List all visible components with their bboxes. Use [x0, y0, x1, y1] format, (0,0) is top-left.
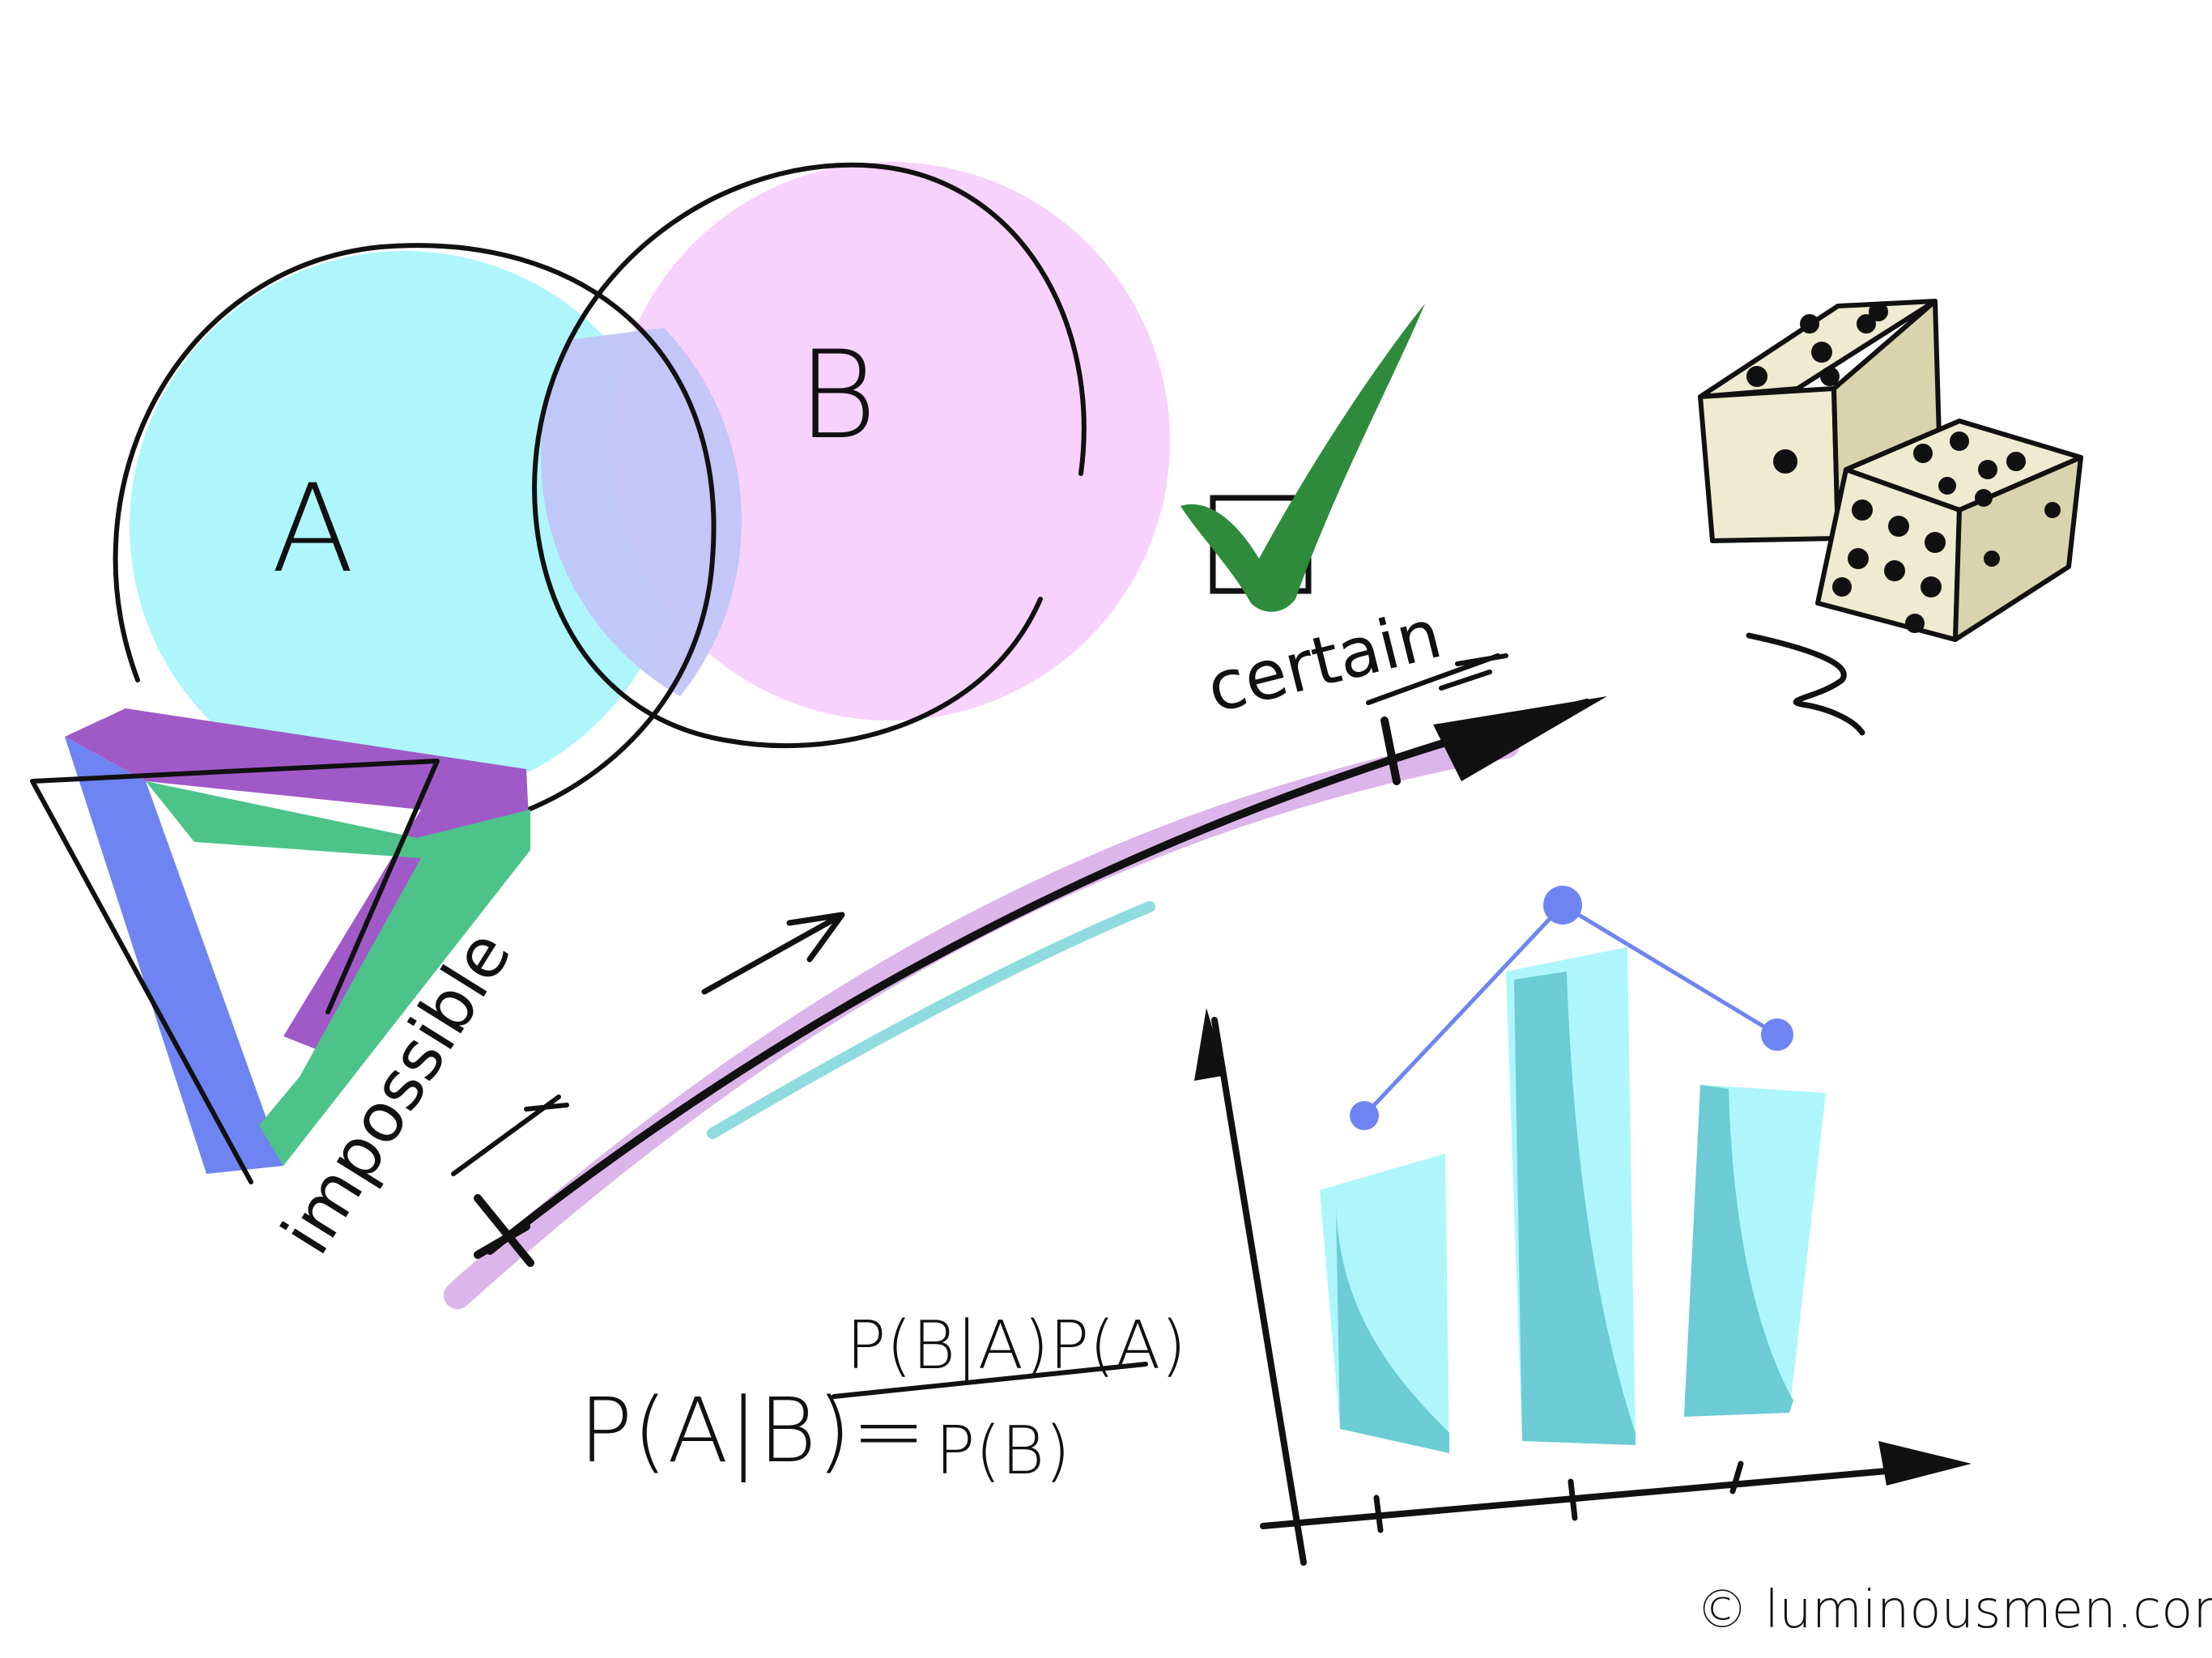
- direction-arrow: [701, 912, 845, 995]
- checkmark-icon: [1180, 304, 1425, 612]
- formula-denominator: P(B): [935, 1413, 1070, 1490]
- venn-fill-b: [611, 162, 1170, 721]
- chart-x-arrow: [1878, 1441, 1972, 1486]
- chart-point: [1761, 1018, 1793, 1051]
- chart-bar: [1320, 1154, 1449, 1453]
- impossible-underline: [451, 1095, 569, 1176]
- certain-underline: [1366, 653, 1508, 705]
- chart-bar: [1684, 1085, 1826, 1417]
- chart-bar: [1506, 947, 1636, 1445]
- chart-y-axis: [1211, 1017, 1307, 1566]
- formula-left: P(A|B)=: [579, 1379, 926, 1483]
- penrose-outline: [30, 759, 440, 1184]
- formula-fraction-bar: [832, 1362, 1148, 1399]
- chart-x-ticks: [1373, 1460, 1744, 1533]
- scale-tick-certain: [1380, 716, 1401, 785]
- dice-icon: [1698, 299, 2083, 736]
- dice-motion-lines: [1746, 632, 1865, 736]
- penrose-face-green: [146, 781, 530, 1166]
- certain-label: certain: [1199, 593, 1448, 728]
- scale-arrow-head: [1433, 696, 1607, 781]
- venn-label-b: B: [798, 325, 877, 466]
- penrose-face-purple: [65, 708, 530, 1052]
- venn-fill-a: [130, 251, 680, 801]
- credit-text: © luminousmen.com: [1696, 1580, 2212, 1640]
- scale-tick-impossible: [474, 1194, 534, 1267]
- venn-diagram: A B: [113, 162, 1170, 816]
- venn-overlap: [540, 328, 742, 696]
- chart-point: [1350, 1101, 1379, 1130]
- penrose-face-blue: [65, 737, 283, 1174]
- bar-chart-icon: [1194, 886, 1972, 1566]
- venn-label-a: A: [271, 459, 355, 600]
- bayes-formula: P(A|B)= P(B|A)P(A) P(B): [579, 1307, 1186, 1490]
- chart-x-axis: [1260, 1462, 1955, 1529]
- chart-y-arrow: [1194, 1008, 1227, 1081]
- formula-numerator: P(B|A)P(A): [846, 1307, 1186, 1384]
- scale-shadow-stroke: [707, 901, 1155, 1139]
- checkbox: [1180, 304, 1425, 612]
- venn-outline-a: [113, 243, 717, 816]
- penrose-triangle: [30, 708, 530, 1184]
- chart-point: [1543, 886, 1582, 925]
- venn-outline-b: [532, 162, 1087, 749]
- die-1-front: [1698, 386, 1840, 543]
